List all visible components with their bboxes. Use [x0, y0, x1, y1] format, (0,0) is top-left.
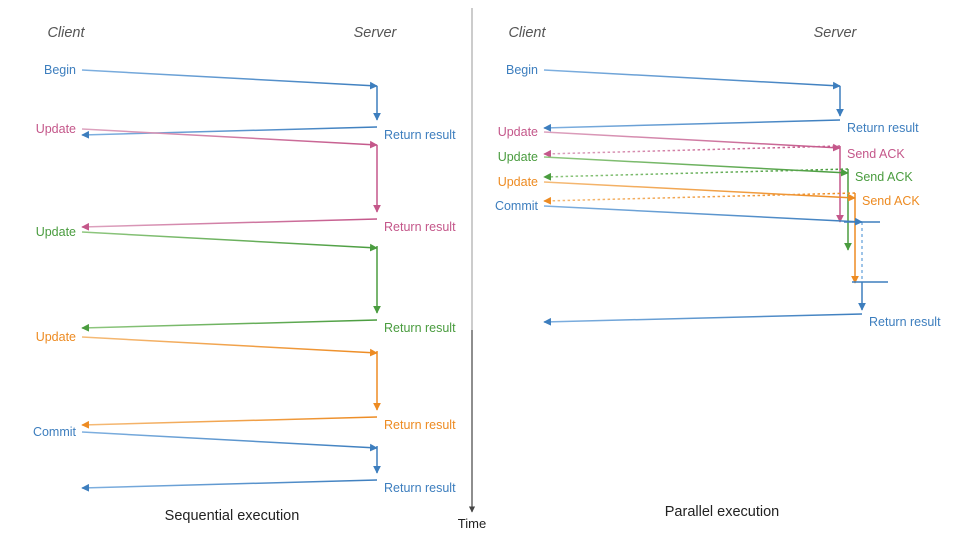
actor-label-client-left: Client: [47, 25, 85, 41]
message-arrow-begin[interactable]: [81, 69, 378, 90]
actor-label-server-right: Server: [814, 25, 858, 41]
message-label-update1: Update: [498, 125, 538, 139]
message-arrow-commit[interactable]: [81, 431, 378, 452]
message-arrow-ack1[interactable]: [543, 145, 841, 158]
message-label-update2-ret: Return result: [384, 321, 456, 335]
message-label-ack2: Send ACK: [855, 170, 913, 184]
message-arrow-commit-ret[interactable]: [543, 313, 863, 326]
message-label-ack3: Send ACK: [862, 194, 920, 208]
message-arrow-commit[interactable]: [543, 205, 863, 226]
message-label-begin-ret: Return result: [384, 128, 456, 142]
time-axis-label: Time: [458, 516, 486, 531]
message-arrow-begin[interactable]: [543, 69, 841, 90]
message-arrow-ack3[interactable]: [543, 192, 856, 205]
message-arrow-update2-ret[interactable]: [81, 319, 378, 332]
message-label-commit: Commit: [33, 425, 77, 439]
message-arrow-begin-ret[interactable]: [543, 119, 841, 132]
message-arrow-update1[interactable]: [543, 131, 841, 152]
message-label-commit-ret: Return result: [384, 481, 456, 495]
message-label-commit: Commit: [495, 199, 539, 213]
message-arrow-begin-ret[interactable]: [81, 126, 378, 139]
message-label-update3-ret: Return result: [384, 418, 456, 432]
actor-label-server-left: Server: [354, 25, 398, 41]
message-label-begin: Begin: [44, 63, 76, 77]
message-arrow-update1[interactable]: [81, 128, 378, 149]
message-arrow-ack2[interactable]: [543, 168, 849, 181]
message-label-update1: Update: [36, 122, 76, 136]
message-arrow-update3[interactable]: [543, 181, 856, 202]
message-label-begin: Begin: [506, 63, 538, 77]
message-label-ack1: Send ACK: [847, 147, 905, 161]
message-arrow-commit-ret[interactable]: [81, 479, 378, 492]
message-label-update2: Update: [498, 150, 538, 164]
message-arrow-update3[interactable]: [81, 336, 378, 357]
panel-caption-right: Parallel execution: [665, 504, 779, 520]
divider-and-axis-group: Time: [458, 8, 486, 531]
message-arrow-update1-ret[interactable]: [81, 218, 378, 231]
message-arrow-update3-ret[interactable]: [81, 416, 378, 429]
message-label-begin-ret: Return result: [847, 121, 919, 135]
message-label-update3: Update: [498, 175, 538, 189]
message-label-update1-ret: Return result: [384, 220, 456, 234]
message-arrow-update2[interactable]: [81, 231, 378, 252]
panel-caption-left: Sequential execution: [165, 508, 300, 524]
actor-label-client-right: Client: [508, 25, 546, 41]
message-label-update2: Update: [36, 225, 76, 239]
message-label-update3: Update: [36, 330, 76, 344]
message-label-commit-ret: Return result: [869, 315, 941, 329]
